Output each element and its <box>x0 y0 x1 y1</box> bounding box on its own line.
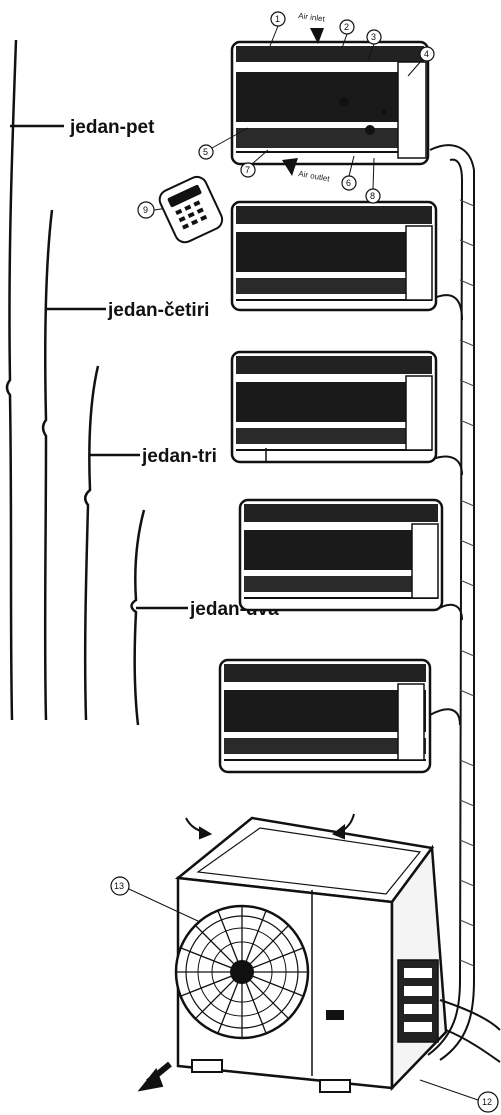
indoor-unit-2 <box>230 200 438 312</box>
connection-bracket-five <box>5 39 64 721</box>
refrigerant-pipe-bundle <box>427 144 475 1061</box>
svg-text:8: 8 <box>370 191 375 201</box>
air-inlet-annotation: Air inlet <box>298 11 326 44</box>
svg-text:Air outlet: Air outlet <box>298 169 331 183</box>
callout-1: 1 <box>269 11 286 47</box>
label-jedan-tri: jedan-tri <box>141 446 217 467</box>
svg-text:12: 12 <box>482 1097 492 1107</box>
svg-text:9: 9 <box>143 205 148 215</box>
callout-8: 8 <box>365 157 381 204</box>
callout-6: 6 <box>341 155 357 191</box>
svg-text:1: 1 <box>275 14 280 24</box>
indoor-unit-1 <box>230 40 430 166</box>
callout-12: 12 <box>419 1079 499 1113</box>
svg-text:3: 3 <box>371 32 376 42</box>
callout-7: 7 <box>240 149 269 178</box>
svg-text:7: 7 <box>245 165 250 175</box>
outdoor-unit <box>174 816 448 1093</box>
airflow-arrows <box>137 813 355 1092</box>
connection-bracket-three <box>83 365 140 721</box>
svg-text:4: 4 <box>424 49 429 59</box>
callout-3: 3 <box>366 29 382 61</box>
label-jedan-pet: jedan-pet <box>69 117 155 138</box>
remote-control-icon <box>158 175 224 244</box>
connection-bracket-four <box>41 209 106 721</box>
svg-text:13: 13 <box>114 881 124 891</box>
outdoor-pipe-connection <box>439 999 501 1063</box>
svg-text:2: 2 <box>344 22 349 32</box>
pipe-hatching <box>459 199 475 967</box>
indoor-unit-5 <box>218 658 432 774</box>
indoor-unit-4 <box>238 498 444 612</box>
callout-13: 13 <box>110 876 201 923</box>
connection-bracket-two <box>130 509 188 726</box>
label-jedan-cetiri: jedan-četiri <box>107 300 209 321</box>
svg-text:Air inlet: Air inlet <box>298 11 326 24</box>
indoor-unit-3 <box>230 350 438 464</box>
callout-4: 4 <box>407 46 435 77</box>
svg-text:6: 6 <box>346 178 351 188</box>
svg-text:5: 5 <box>203 147 208 157</box>
callout-2: 2 <box>339 19 355 49</box>
callout-5: 5 <box>198 127 249 160</box>
